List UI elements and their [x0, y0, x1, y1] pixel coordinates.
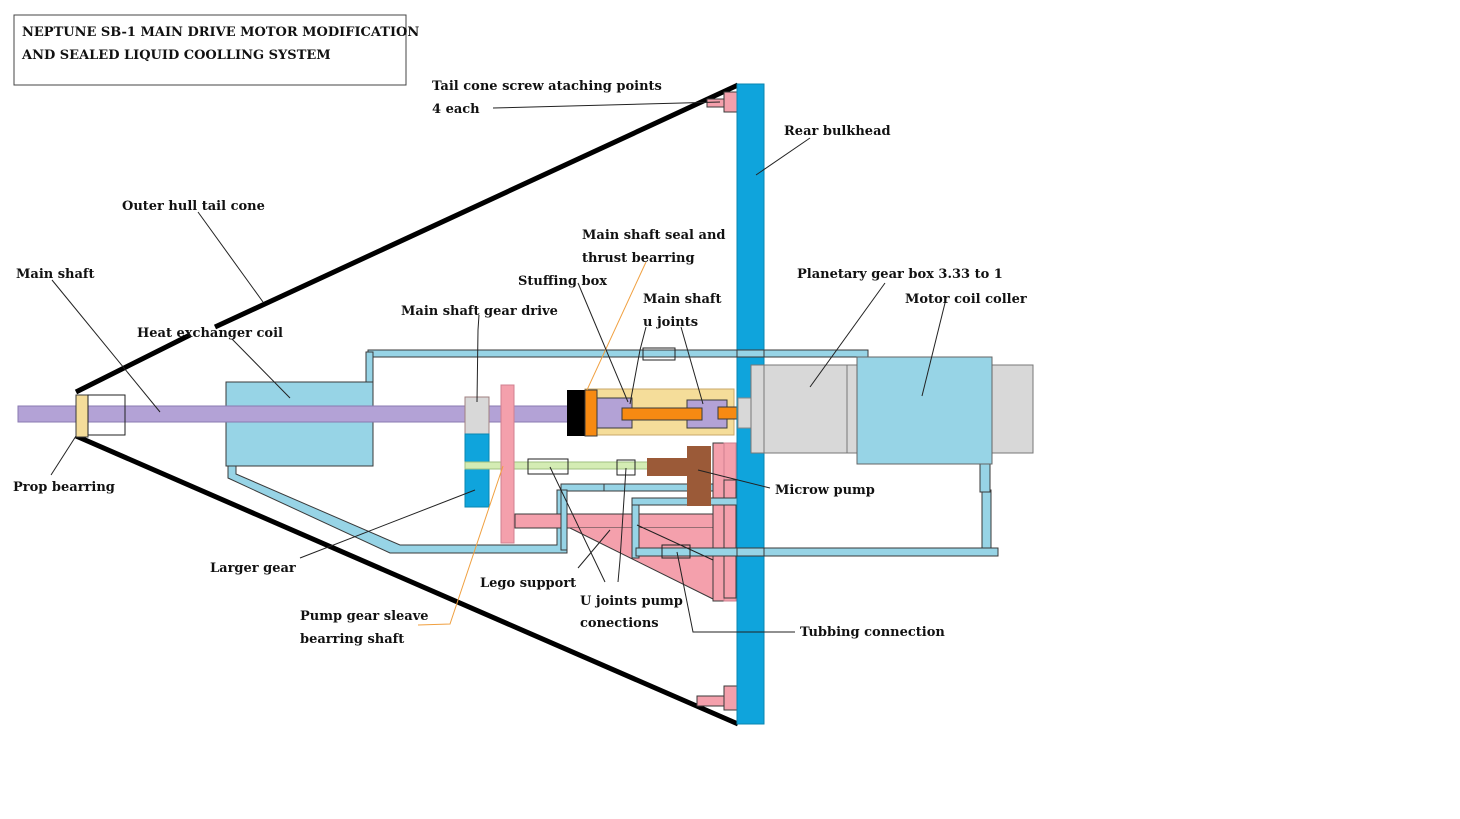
label-sleeve-2: bearring shaft — [300, 632, 404, 647]
label-tail-screw-2: 4 each — [432, 102, 480, 117]
tail-screw-points — [696, 91, 739, 711]
label-seal-1: Main shaft seal and — [582, 228, 726, 243]
pump-gear-sleeve-shaft — [464, 461, 656, 470]
label-gear-drive: Main shaft gear drive — [401, 304, 558, 319]
labels: Tail cone screw ataching points 4 each R… — [13, 79, 1027, 647]
prop-bearing — [75, 394, 126, 438]
label-pump-joints-1: U joints pump — [580, 594, 683, 609]
main-shaft — [17, 405, 574, 423]
outer-hull-tail-cone — [74, 82, 740, 727]
label-pump-joints-2: conections — [580, 616, 659, 631]
pump-u-joint-1 — [527, 458, 569, 475]
label-ujoints-2: u joints — [643, 315, 698, 330]
label-larger-gear: Larger gear — [210, 561, 296, 576]
pink-gear-support — [500, 384, 515, 544]
label-sleeve-1: Pump gear sleave — [300, 609, 429, 624]
label-motor-coil: Motor coil coller — [905, 292, 1027, 307]
title-line-2: AND SEALED LIQUID COOLLING SYSTEM — [21, 48, 331, 63]
label-outer-hull: Outer hull tail cone — [122, 199, 265, 214]
coolant-tube-top — [365, 347, 869, 383]
label-seal-2: thrust bearring — [582, 251, 695, 266]
label-ujoints-1: Main shaft — [643, 292, 722, 307]
heat-exchanger-coil — [225, 381, 374, 467]
label-microw-pump: Microw pump — [775, 483, 875, 498]
motor-coil-cooler — [856, 356, 993, 465]
label-tail-screw-1: Tail cone screw ataching points — [432, 79, 662, 94]
label-rear-bulkhead: Rear bulkhead — [784, 124, 891, 139]
label-prop-bearing: Prop bearring — [13, 480, 115, 495]
label-lego-support: Lego support — [480, 576, 576, 591]
label-planetary: Planetary gear box 3.33 to 1 — [797, 267, 1003, 282]
microw-pump — [647, 446, 711, 506]
label-heat-exchanger: Heat exchanger coil — [137, 326, 283, 341]
label-stuffing-box: Stuffing box — [518, 274, 607, 289]
label-main-shaft: Main shaft — [16, 267, 95, 282]
leader-lines — [50, 101, 946, 633]
main-shaft-gear-drive — [464, 396, 490, 508]
title-box: NEPTUNE SB-1 MAIN DRIVE MOTOR MODIFICATI… — [13, 14, 419, 86]
tubing-return — [635, 463, 999, 559]
title-line-1: NEPTUNE SB-1 MAIN DRIVE MOTOR MODIFICATI… — [22, 25, 419, 40]
stuffing-box-assembly — [567, 388, 749, 437]
label-tubing: Tubbing connection — [800, 625, 945, 640]
